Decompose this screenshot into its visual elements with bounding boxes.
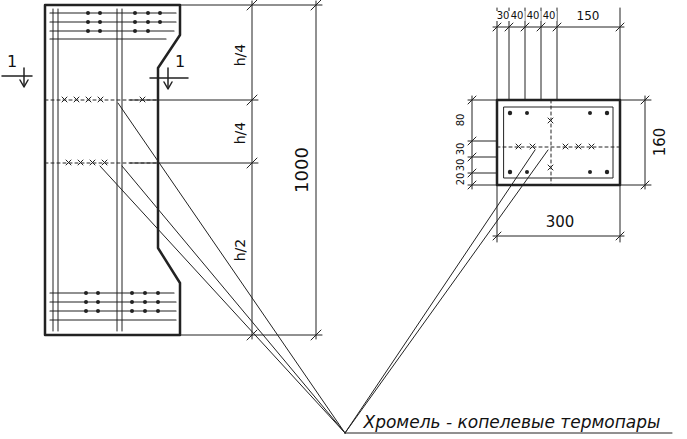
dimension-label: h/2 (233, 238, 247, 263)
section-mark: 1 (6, 54, 18, 70)
section-stirrup (504, 107, 613, 178)
rebar-dots (84, 11, 609, 313)
dimension-label: 30 (496, 11, 511, 21)
leader-lines (100, 103, 672, 433)
dimension-label: 160 (653, 127, 668, 158)
thermocouple-marks (62, 97, 145, 165)
section-mark: 1 (174, 54, 186, 70)
section-thermocouple-lines (497, 100, 620, 185)
beam-dimensions (130, 0, 322, 340)
dimension-label: 150 (576, 10, 601, 22)
dimension-label: 30 (456, 142, 466, 157)
bottom-rebars (50, 293, 176, 320)
top-rebars (50, 13, 176, 39)
section-thermocouple-marks (516, 118, 594, 170)
dimension-label: 40 (510, 11, 525, 21)
dimension-label: h/4 (233, 43, 247, 68)
dimension-label: 80 (456, 113, 466, 128)
section-marks (2, 68, 188, 89)
stirrup-lines (53, 9, 122, 331)
section-dimensions (468, 8, 651, 242)
dimension-label: 300 (545, 215, 576, 230)
dimension-label: 1000 (293, 146, 311, 194)
dimension-label: h/4 (233, 121, 247, 146)
dimension-label: 30 (456, 158, 466, 173)
dimension-label: 40 (542, 11, 557, 21)
dimension-label: 40 (526, 11, 541, 21)
beam-outline (45, 5, 180, 335)
thermocouple-lines (45, 100, 158, 163)
caption-note: Хромель - копелевые термопары (363, 414, 662, 431)
dimension-label: 20 (456, 172, 466, 187)
section-outline (497, 100, 620, 185)
